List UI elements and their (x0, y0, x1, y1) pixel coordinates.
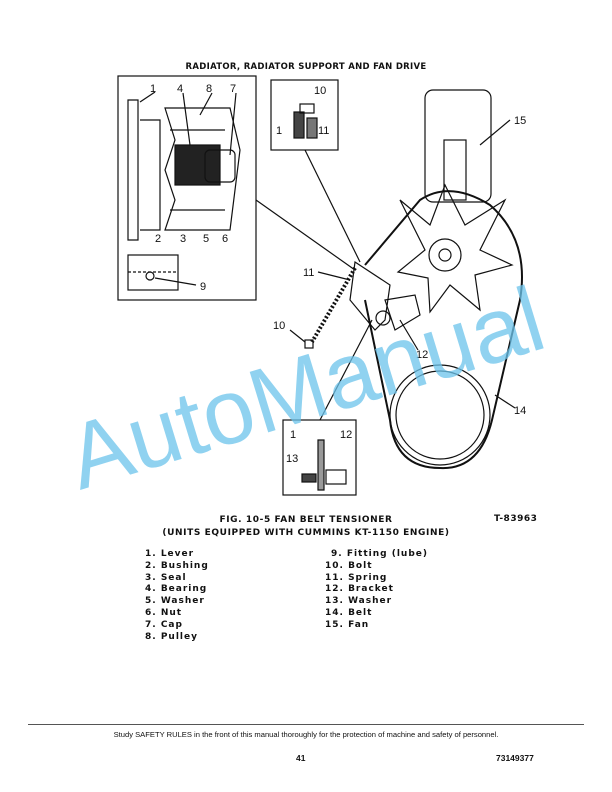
callout-7: 7 (230, 83, 236, 95)
legend-item: 14. Belt (325, 607, 373, 618)
legend-left: 1. Lever 2. Bushing 3. Seal 4. Bearing 5… (145, 549, 209, 643)
callout-13: 13 (286, 453, 298, 465)
legend-item: 1. Lever (145, 549, 195, 559)
callout-1: 1 (276, 125, 282, 137)
callout-15: 15 (514, 115, 526, 127)
caption-line-1: FIG. 10-5 FAN BELT TENSIONER (219, 515, 393, 525)
watermark: AutoManual (56, 268, 555, 509)
inset-pulley-detail (117, 75, 257, 301)
figure-caption: FIG. 10-5 FAN BELT TENSIONER (UNITS EQUI… (0, 514, 612, 540)
legend-item: 10. Bolt (325, 560, 373, 571)
callout-12: 12 (340, 429, 352, 441)
callout-14: 14 (514, 405, 526, 417)
callout-6: 6 (222, 233, 228, 245)
callout-5: 5 (203, 233, 209, 245)
legend-item: 9. Fitting (lube) (331, 549, 428, 559)
legend-item: 12. Bracket (325, 584, 394, 595)
callout-10: 10 (314, 85, 326, 97)
legend-item: 15. Fan (325, 619, 370, 630)
callout-1: 1 (150, 83, 156, 95)
callout-11: 11 (303, 267, 314, 279)
page-title: RADIATOR, RADIATOR SUPPORT AND FAN DRIVE (185, 62, 427, 72)
caption-line-2: (UNITS EQUIPPED WITH CUMMINS KT-1150 ENG… (162, 528, 450, 538)
legend-item: 6. Nut (145, 607, 183, 618)
inset-washer-detail (282, 419, 357, 496)
legend-item: 4. Bearing (145, 584, 208, 595)
legend-item: 8. Pulley (145, 631, 198, 642)
callout-2: 2 (155, 233, 161, 245)
page-number: 41 (296, 753, 306, 763)
safety-notice: Study SAFETY RULES in the front of this … (113, 730, 499, 739)
figure-reference: T-83963 (494, 514, 538, 524)
callout-4: 4 (177, 83, 183, 95)
legend-item: 13. Washer (325, 596, 393, 607)
callout-8: 8 (206, 83, 212, 95)
legend-item: 5. Washer (145, 596, 205, 607)
callout-12: 12 (416, 349, 428, 361)
document-number: 73149377 (496, 753, 534, 763)
inset-bolt-detail (270, 79, 339, 151)
legend-item: 3. Seal (145, 572, 187, 583)
legend-item: 2. Bushing (145, 560, 209, 571)
legend-item: 7. Cap (145, 619, 183, 630)
legend-item: 11. Spring (325, 572, 388, 583)
callout-11: 11 (318, 125, 329, 137)
callout-1: 1 (290, 429, 296, 441)
legend-right: 9. Fitting (lube) 10. Bolt 11. Spring 12… (325, 549, 428, 632)
footer-divider (28, 724, 584, 725)
callout-9: 9 (200, 281, 206, 293)
fan-belt-tensioner-diagram: 1 4 8 7 2 3 5 6 9 10 1 11 15 11 10 12 14… (56, 75, 555, 509)
callout-10: 10 (273, 320, 285, 332)
callout-3: 3 (180, 233, 186, 245)
